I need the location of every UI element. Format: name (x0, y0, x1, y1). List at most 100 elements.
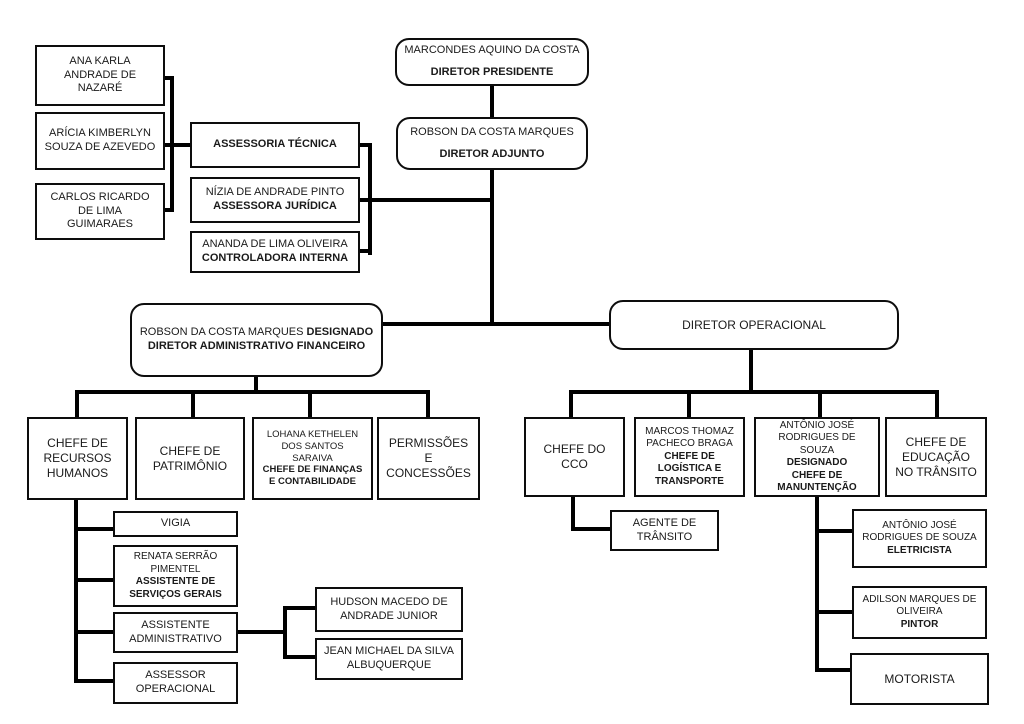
role-title: DIRETOR PRESIDENTE (430, 66, 554, 78)
connector-line (426, 390, 430, 417)
org-box-jean[interactable]: JEAN MICHAEL DA SILVA ALBUQUERQUE (315, 638, 463, 680)
org-box-assessora-juridica[interactable]: NÍZIA DE ANDRADE PINTO ASSESSORA JURÍDIC… (190, 177, 360, 223)
connector-line (74, 679, 113, 683)
connector-line (360, 143, 372, 147)
person-name: RENATA SERRÃO PIMENTEL (133, 551, 218, 575)
role-title: PINTOR (900, 618, 939, 630)
person-name: ANTÔNIO JOSÉ RODRIGUES DE SOUZA (778, 419, 856, 456)
role-title: ASSESSORIA TÉCNICA (213, 138, 337, 151)
connector-line (360, 198, 492, 202)
person-name: MARCONDES AQUINO DA COSTA (404, 44, 580, 57)
person-name: CARLOS RICARDO DE LIMA GUIMARAES (50, 190, 150, 231)
connector-line (749, 350, 753, 394)
person-name: ANTÔNIO JOSÉ RODRIGUES DE SOUZA (862, 519, 977, 544)
role-title: CHEFE DE PATRIMÔNIO (152, 443, 228, 473)
role-title: MOTORISTA (884, 671, 955, 686)
connector-line (74, 578, 113, 582)
org-box-assistente-adm[interactable]: ASSISTENTE ADMINISTRATIVO (113, 612, 238, 653)
person-name-and-role: ROBSON DA COSTA MARQUES DESIGNADO DIRETO… (139, 326, 374, 354)
org-box-diretor-adjunto[interactable]: ROBSON DA COSTA MARQUES DIRETOR ADJUNTO (396, 117, 588, 170)
connector-line (935, 390, 939, 417)
org-box-motorista[interactable]: MOTORISTA (850, 653, 989, 705)
connector-line (815, 497, 819, 672)
connector-line (815, 668, 850, 672)
person-name: ADILSON MARQUES DE OLIVEIRA (862, 593, 977, 618)
connector-line (383, 322, 609, 326)
org-box-pintor[interactable]: ADILSON MARQUES DE OLIVEIRA PINTOR (852, 586, 987, 639)
org-box-diretor-presidente[interactable]: MARCONDES AQUINO DA COSTA DIRETOR PRESID… (395, 38, 589, 86)
role-title: DIRETOR ADJUNTO (439, 147, 545, 160)
connector-line (687, 390, 691, 417)
connector-line (74, 527, 113, 531)
connector-line (165, 76, 174, 80)
role-title: PERMISSÕES E CONCESSÕES (386, 436, 471, 480)
org-box-chefe-educacao[interactable]: CHEFE DE EDUCAÇÃO NO TRÂNSITO (885, 417, 987, 497)
org-box-diretor-adm-financeiro[interactable]: ROBSON DA COSTA MARQUES DESIGNADO DIRETO… (130, 303, 383, 377)
org-box-carlos[interactable]: CARLOS RICARDO DE LIMA GUIMARAES (35, 183, 165, 240)
org-box-ana-karla[interactable]: ANA KARLA ANDRADE DE NAZARÉ (35, 45, 165, 106)
connector-line (75, 390, 79, 417)
person-name: ANANDA DE LIMA OLIVEIRA (202, 238, 348, 251)
person-name: MARCOS THOMAZ PACHECO BRAGA (645, 425, 734, 450)
org-box-assessor-operacional[interactable]: ASSESSOR OPERACIONAL (113, 662, 238, 704)
connector-line (490, 86, 494, 117)
connector-line (254, 377, 258, 394)
role-title: CHEFE DE LOGÍSTICA E TRANSPORTE (655, 450, 724, 487)
connector-line (238, 630, 285, 634)
role-title: CHEFE DE EDUCAÇÃO NO TRÂNSITO (895, 434, 977, 479)
connector-line (571, 497, 575, 531)
role-title: ASSESSOR OPERACIONAL (135, 669, 216, 695)
role-title: AGENTE DE TRÂNSITO (632, 516, 697, 543)
person-name: ANA KARLA ANDRADE DE NAZARÉ (63, 54, 137, 95)
connector-line (191, 390, 195, 417)
role-title: DIRETOR OPERACIONAL (682, 317, 826, 332)
role-title: DESIGNADO CHEFE DE MANUNTENÇÃO (777, 457, 857, 493)
connector-line (569, 390, 573, 417)
connector-line (74, 630, 113, 634)
connector-line (490, 170, 494, 326)
role-title: CHEFE DE FINANÇAS E CONTABILIDADE (262, 464, 363, 488)
org-box-permissoes[interactable]: PERMISSÕES E CONCESSÕES (377, 417, 480, 500)
role-title: DESIGNADO DIRETOR ADMINISTRATIVO FINANCE… (147, 326, 374, 352)
person-name: JEAN MICHAEL DA SILVA ALBUQUERQUE (324, 645, 455, 671)
connector-line (165, 208, 174, 212)
connector-line (283, 606, 287, 659)
role-title: CHEFE DE RECURSOS HUMANOS (43, 436, 112, 480)
org-box-chefe-patrimonio[interactable]: CHEFE DE PATRIMÔNIO (135, 417, 245, 500)
org-box-chefe-rh[interactable]: CHEFE DE RECURSOS HUMANOS (27, 417, 128, 500)
connector-line (308, 390, 312, 417)
role-title: VIGIA (160, 517, 191, 530)
person-name: HUDSON MACEDO DE ANDRADE JUNIOR (330, 595, 448, 622)
connector-line (75, 390, 430, 394)
org-box-assistente-servicos[interactable]: RENATA SERRÃO PIMENTEL ASSISTENTE DE SER… (113, 545, 238, 607)
org-box-hudson[interactable]: HUDSON MACEDO DE ANDRADE JUNIOR (315, 587, 463, 632)
person-name: ROBSON DA COSTA MARQUES (139, 326, 304, 339)
org-box-diretor-operacional[interactable]: DIRETOR OPERACIONAL (609, 300, 899, 350)
connector-line (569, 390, 939, 394)
person-name: NÍZIA DE ANDRADE PINTO (205, 186, 345, 199)
connector-line (283, 655, 315, 659)
connector-line (283, 606, 315, 610)
org-box-eletricista[interactable]: ANTÔNIO JOSÉ RODRIGUES DE SOUZA ELETRICI… (852, 509, 987, 568)
org-box-agente-transito[interactable]: AGENTE DE TRÂNSITO (610, 510, 719, 551)
org-box-assessoria-tecnica[interactable]: ASSESSORIA TÉCNICA (190, 122, 360, 168)
org-box-aricia[interactable]: ARÍCIA KIMBERLYN SOUZA DE AZEVEDO (35, 112, 165, 170)
org-box-chefe-manutencao[interactable]: ANTÔNIO JOSÉ RODRIGUES DE SOUZA DESIGNAD… (754, 417, 880, 497)
connector-line (818, 390, 822, 417)
org-box-vigia[interactable]: VIGIA (113, 511, 238, 537)
connector-line (368, 145, 372, 255)
org-box-chefe-logistica[interactable]: MARCOS THOMAZ PACHECO BRAGA CHEFE DE LOG… (634, 417, 745, 497)
org-box-controladora-interna[interactable]: ANANDA DE LIMA OLIVEIRA CONTROLADORA INT… (190, 231, 360, 273)
connector-line (815, 610, 852, 614)
connector-line (815, 529, 852, 533)
org-box-chefe-financas[interactable]: LOHANA KETHELEN DOS SANTOS SARAIVA CHEFE… (252, 417, 373, 500)
role-title: ASSISTENTE DE SERVIÇOS GERAIS (129, 576, 222, 600)
person-name: ARÍCIA KIMBERLYN SOUZA DE AZEVEDO (44, 127, 156, 153)
person-name: LOHANA KETHELEN DOS SANTOS SARAIVA (266, 428, 359, 464)
role-title: CHEFE DO CCO (543, 442, 606, 471)
role-title: ASSISTENTE ADMINISTRATIVO (129, 618, 222, 645)
role-title: ASSESSORA JURÍDICA (213, 200, 337, 212)
org-box-chefe-cco[interactable]: CHEFE DO CCO (524, 417, 625, 497)
person-name: ROBSON DA COSTA MARQUES (410, 125, 574, 138)
